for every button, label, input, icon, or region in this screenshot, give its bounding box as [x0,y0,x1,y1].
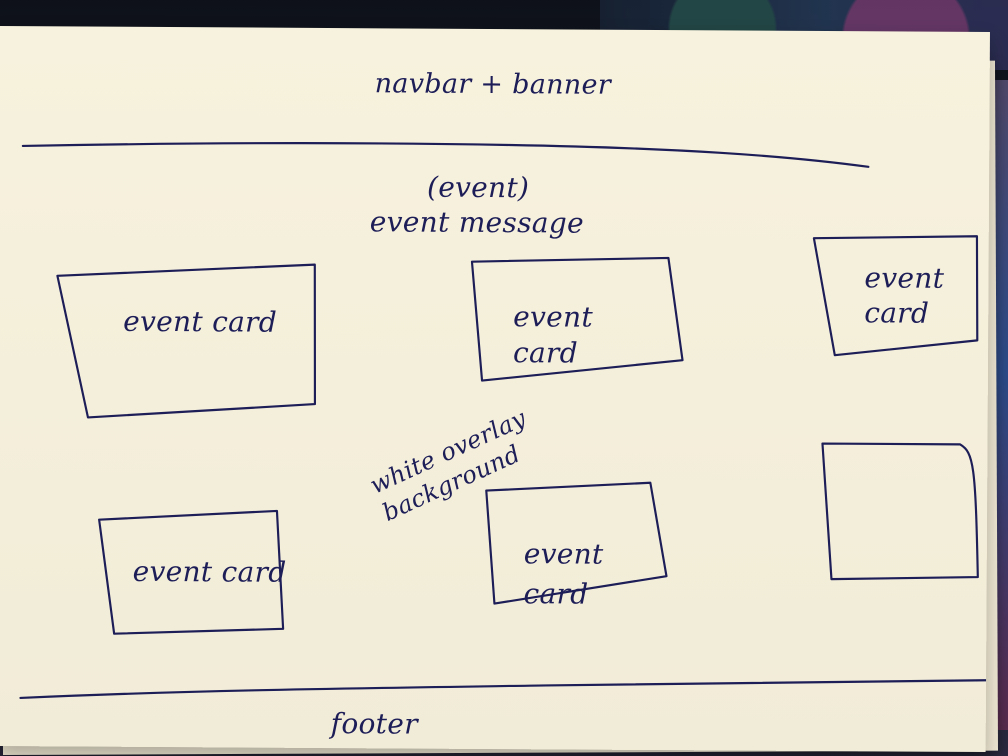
event-card-4-label: event card [132,554,287,589]
event-title: (event) [426,170,530,205]
event-card-4-box [98,509,285,635]
header-label: navbar + banner [374,68,612,101]
event-card-3-label: event card [864,261,945,330]
event-card-5-label: event card [523,537,604,611]
footer-divider-line [19,679,988,700]
event-card-2-box [470,256,684,382]
event-card-1-label: event card [123,304,278,339]
footer-label: footer [330,707,418,741]
event-message: event message [369,205,585,240]
event-card-5-box [485,481,668,605]
sketch-paper: navbar + banner (event) event message ev… [0,26,990,753]
header-divider-line [21,142,870,168]
empty-card-box [821,442,979,581]
wireframe-sketch [19,142,988,700]
event-card-2-label: event card [512,300,594,370]
event-card-1-box [56,263,317,419]
event-card-3-box [812,235,979,357]
